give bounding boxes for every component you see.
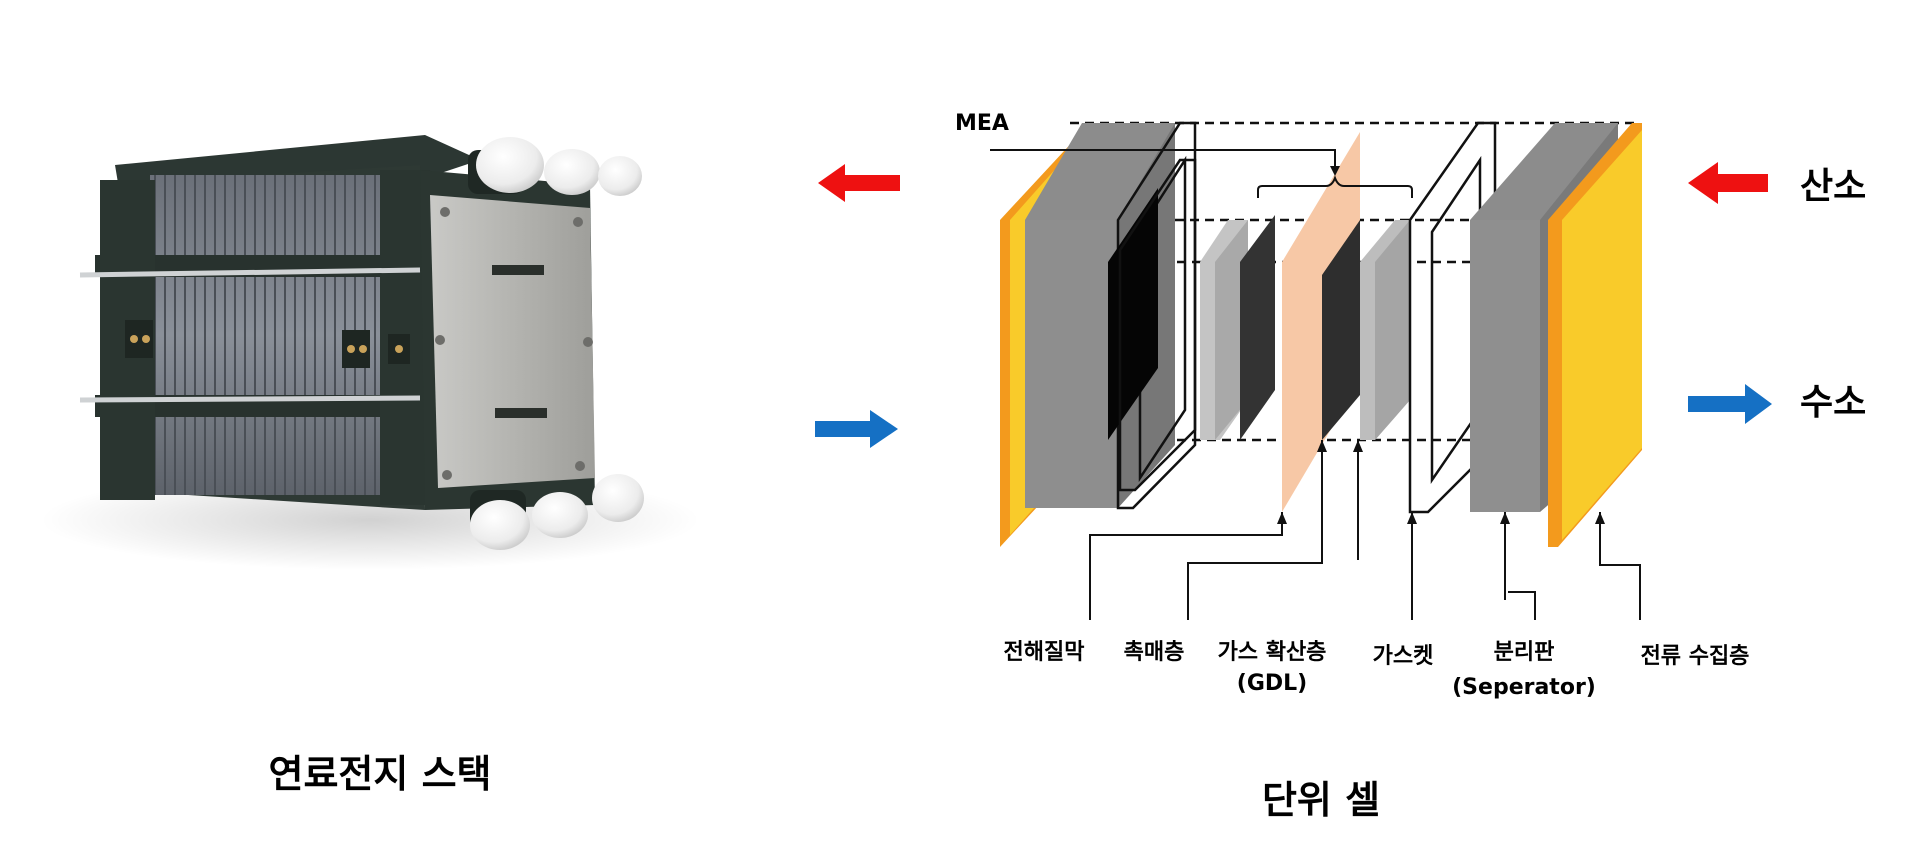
label-electrolyte-membrane: 전해질막 xyxy=(1004,640,1085,665)
leader-arrowheads xyxy=(1277,440,1605,524)
label-catalyst-layer: 촉매층 xyxy=(1124,640,1185,665)
left-gasket xyxy=(1116,121,1197,510)
label-gdl-abbrev: (GDL) xyxy=(1237,671,1307,696)
hydrogen-out-arrow xyxy=(1688,384,1772,424)
hydrogen-in-arrow xyxy=(815,410,898,448)
oxygen-out-arrow xyxy=(818,164,900,202)
component-labels: 전해질막 촉매층 가스 확산층 (GDL) 가스켓 분리판 (Seperator… xyxy=(1004,640,1750,700)
label-gas-diffusion-layer: 가스 확산층 xyxy=(1218,640,1327,665)
membrane-electrolyte xyxy=(1282,132,1360,512)
leader-lines xyxy=(1089,440,1641,620)
stack-caps-top xyxy=(468,137,642,196)
oxygen-in-arrow xyxy=(1688,162,1768,204)
label-gasket: 가스켓 xyxy=(1373,644,1434,669)
mea-pointer xyxy=(990,149,1413,198)
label-separator: 분리판 xyxy=(1494,640,1555,665)
label-current-collector: 전류 수집층 xyxy=(1641,644,1750,669)
fin-lines xyxy=(154,175,386,495)
mea-label: MEA xyxy=(955,111,1009,136)
left-gasket-frame xyxy=(1118,158,1197,492)
unit-cell-caption: 단위 셀 xyxy=(1262,778,1380,822)
right-catalyst-dark xyxy=(1322,220,1360,440)
fuel-cell-stack-image xyxy=(40,135,700,570)
stack-caption: 연료전지 스택 xyxy=(269,752,492,796)
left-separator xyxy=(1025,123,1175,508)
label-separator-english: (Seperator) xyxy=(1452,675,1596,700)
unit-cell-diagram: MEA xyxy=(955,111,1642,620)
oxygen-label: 산소 xyxy=(1800,166,1866,207)
stack-caps-bottom xyxy=(470,474,644,550)
right-current-collector xyxy=(1548,123,1642,547)
hydrogen-label: 수소 xyxy=(1800,382,1866,423)
left-catalyst-dark xyxy=(1240,215,1275,440)
